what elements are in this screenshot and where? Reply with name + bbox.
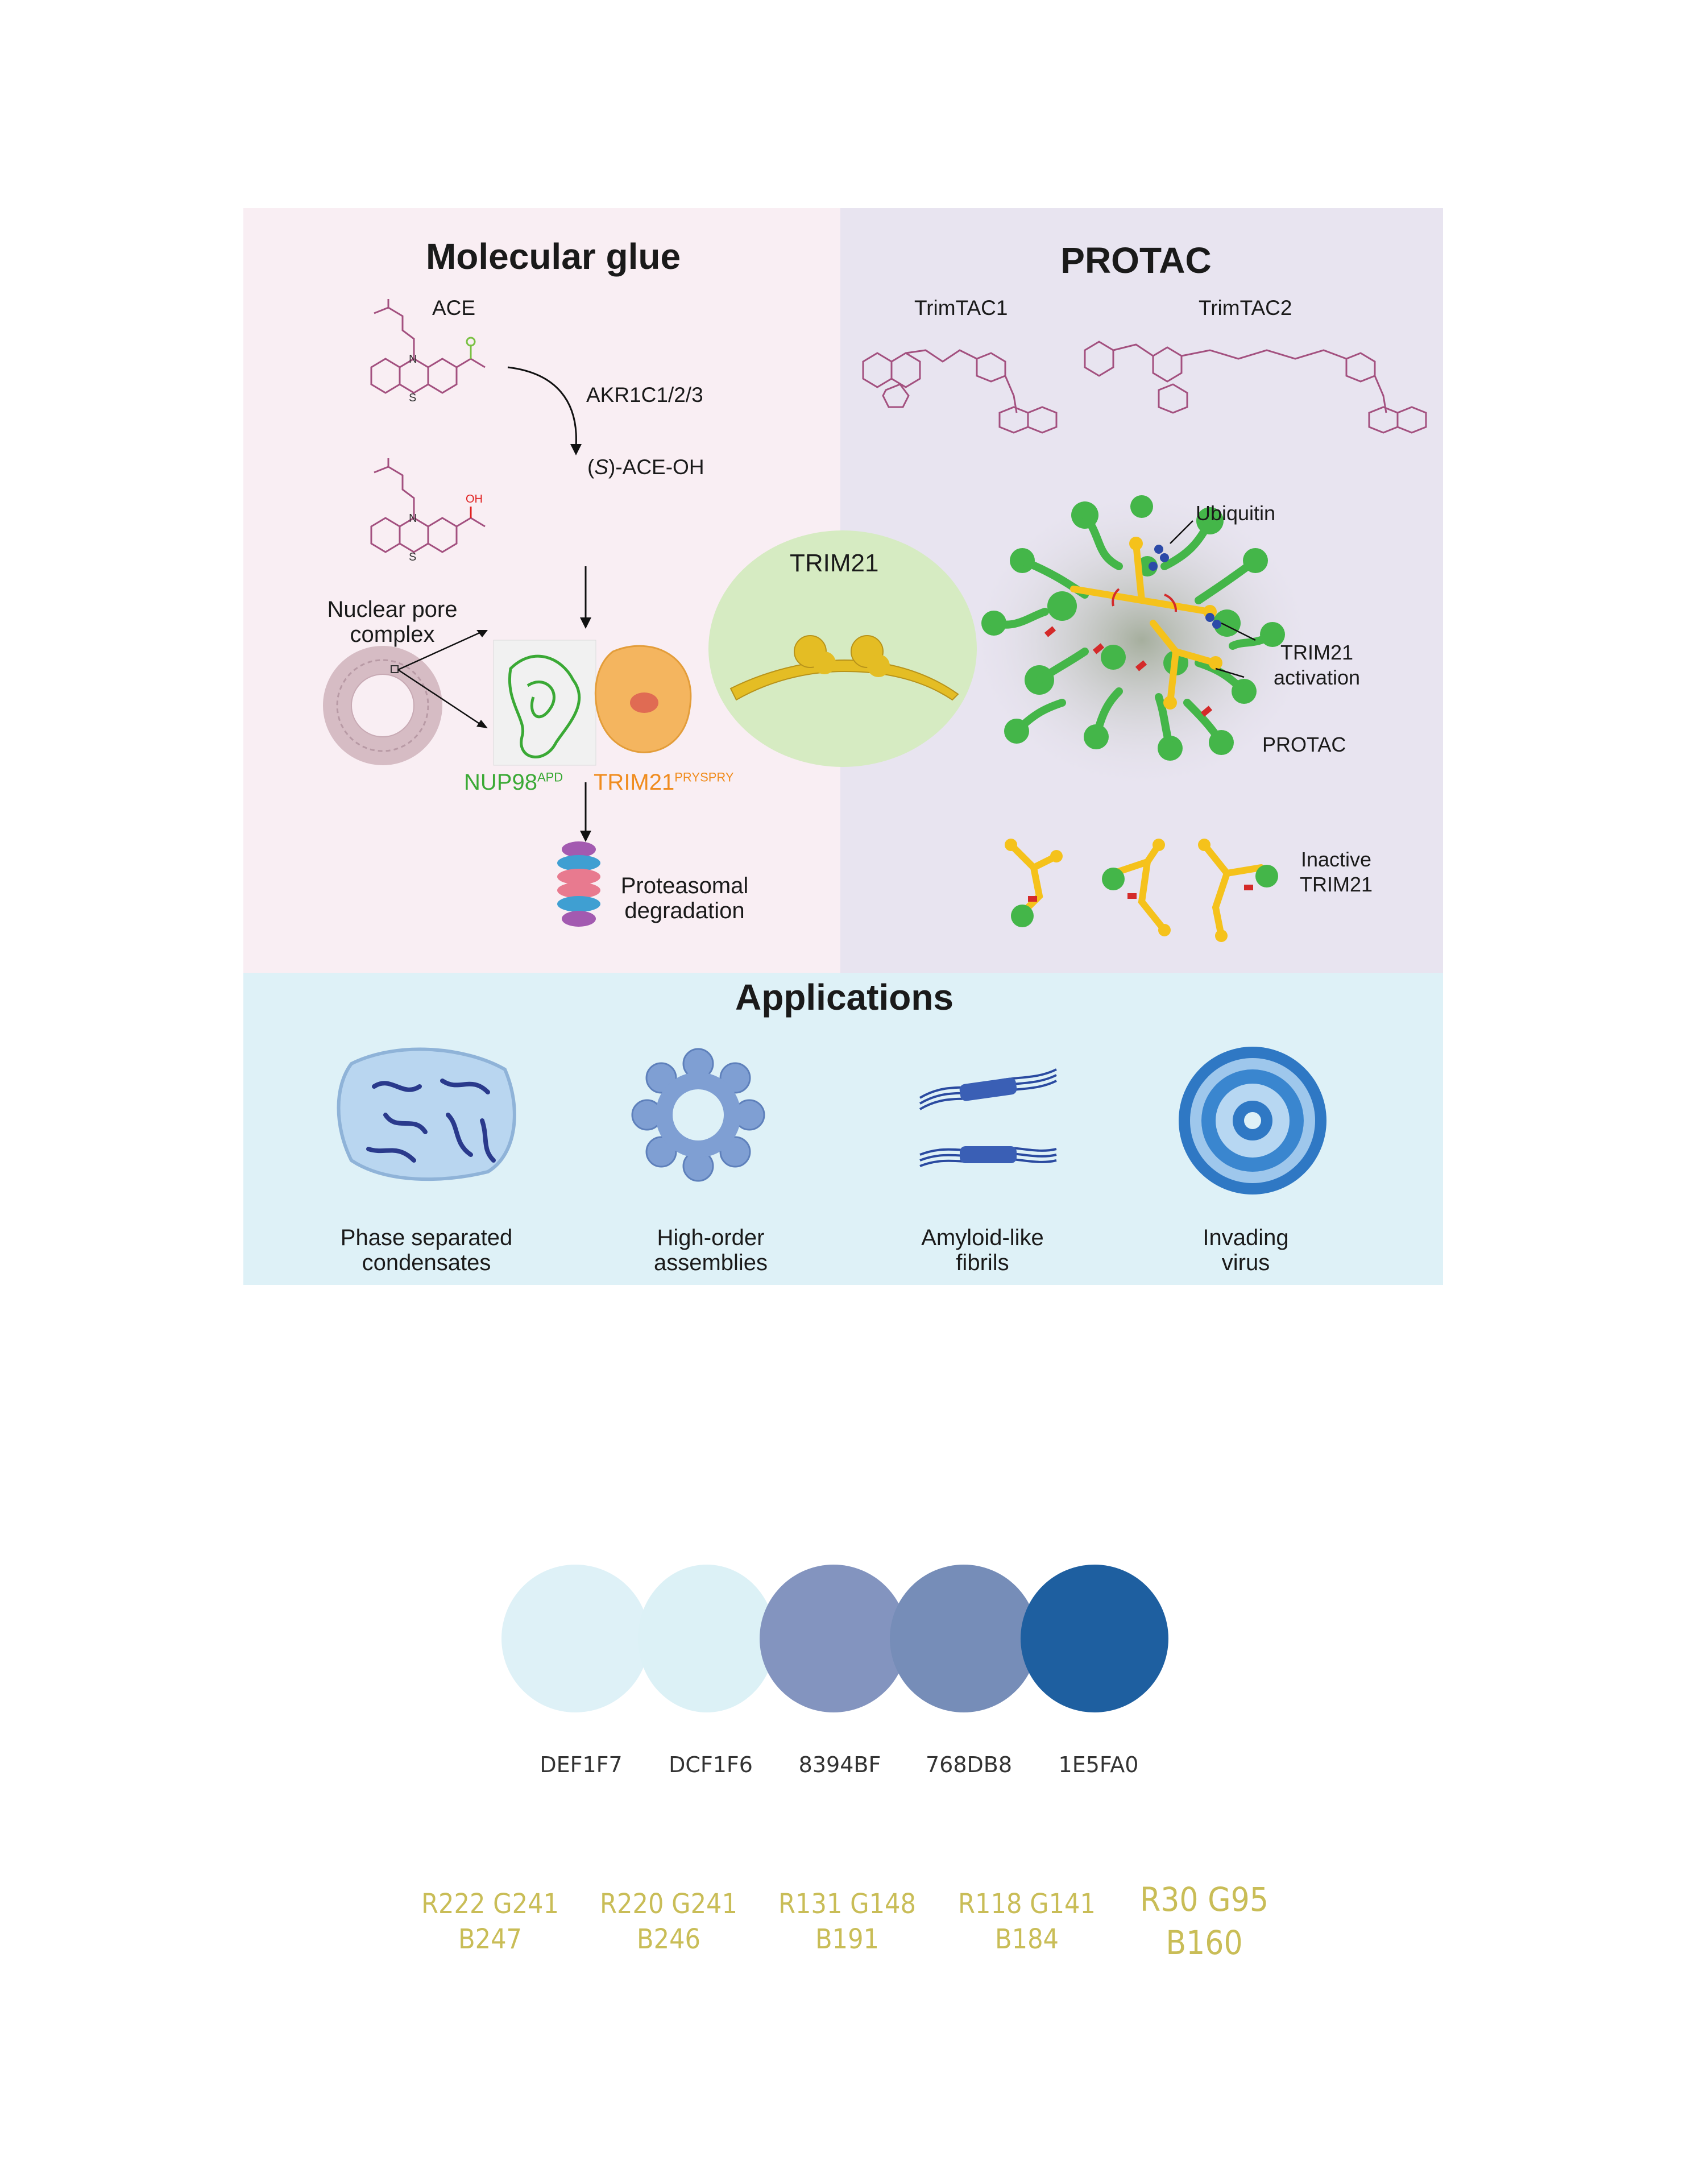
nup98-label: NUP98APD	[464, 770, 563, 795]
high-order-assembly-icon	[631, 1048, 765, 1182]
condensate-icon	[337, 1047, 516, 1181]
swatch-1	[501, 1565, 649, 1712]
trimtac2-label: TrimTAC2	[1199, 296, 1292, 320]
trimtac2-structure	[1084, 341, 1427, 434]
protac-panel: PROTAC TrimTAC1 TrimTAC2	[840, 208, 1443, 973]
down-arrow	[580, 566, 591, 629]
hex-4: 768DB8	[925, 1752, 1013, 1777]
trimtac1-structure	[862, 349, 1058, 434]
applications-title: Applications	[735, 977, 954, 1018]
hex-5: 1E5FA0	[1058, 1752, 1139, 1777]
zoom-lines	[397, 630, 488, 728]
svg-text:N: N	[409, 512, 417, 525]
svg-text:OH: OH	[466, 493, 483, 505]
down-arrow-2	[580, 782, 591, 842]
nuclear-pore-complex-icon	[323, 646, 442, 765]
ace-label: ACE	[432, 296, 476, 320]
hex-1: DEF1F7	[540, 1752, 623, 1777]
swatch-3	[760, 1565, 907, 1712]
ace-oh-structure: OH N S	[370, 458, 486, 563]
proteasome-icon	[557, 841, 600, 927]
ace-oh-label: (S)-ACE-OH	[587, 455, 704, 479]
ubiquitin-label: Ubiquitin	[1196, 501, 1276, 525]
hex-3: 8394BF	[798, 1752, 881, 1777]
molecular-glue-title: Molecular glue	[425, 236, 681, 277]
figure: Molecular glue N S ACE AKR1C1/2/3	[243, 208, 1443, 1285]
svg-text:N: N	[409, 353, 417, 366]
trim21-pryspry-label: TRIM21PRYSPRY	[594, 770, 734, 795]
swatch-4	[890, 1565, 1038, 1712]
metabolism-arrow	[507, 366, 582, 455]
trim21-center-icon	[708, 530, 977, 767]
swatch-2	[638, 1565, 776, 1712]
enzyme-label: AKR1C1/2/3	[586, 383, 703, 407]
svg-text:S: S	[409, 392, 416, 404]
nup98-trim21-complex	[493, 640, 692, 766]
trimtac1-label: TrimTAC1	[914, 296, 1008, 320]
trim21-center-label: TRIM21	[790, 549, 879, 577]
hex-2: DCF1F6	[669, 1752, 753, 1777]
svg-text:S: S	[409, 551, 416, 563]
amyloid-fibrils-icon	[919, 1068, 1057, 1167]
inactive-trim21-icon	[1005, 839, 1278, 942]
virus-icon	[1179, 1047, 1326, 1194]
protac-label: PROTAC	[1262, 733, 1346, 756]
protac-title: PROTAC	[1060, 240, 1212, 281]
trim21-activation-cluster	[965, 487, 1318, 794]
ace-structure: N S	[370, 299, 486, 404]
swatch-5	[1021, 1565, 1168, 1712]
applications-panel: Applications	[243, 973, 1443, 1285]
